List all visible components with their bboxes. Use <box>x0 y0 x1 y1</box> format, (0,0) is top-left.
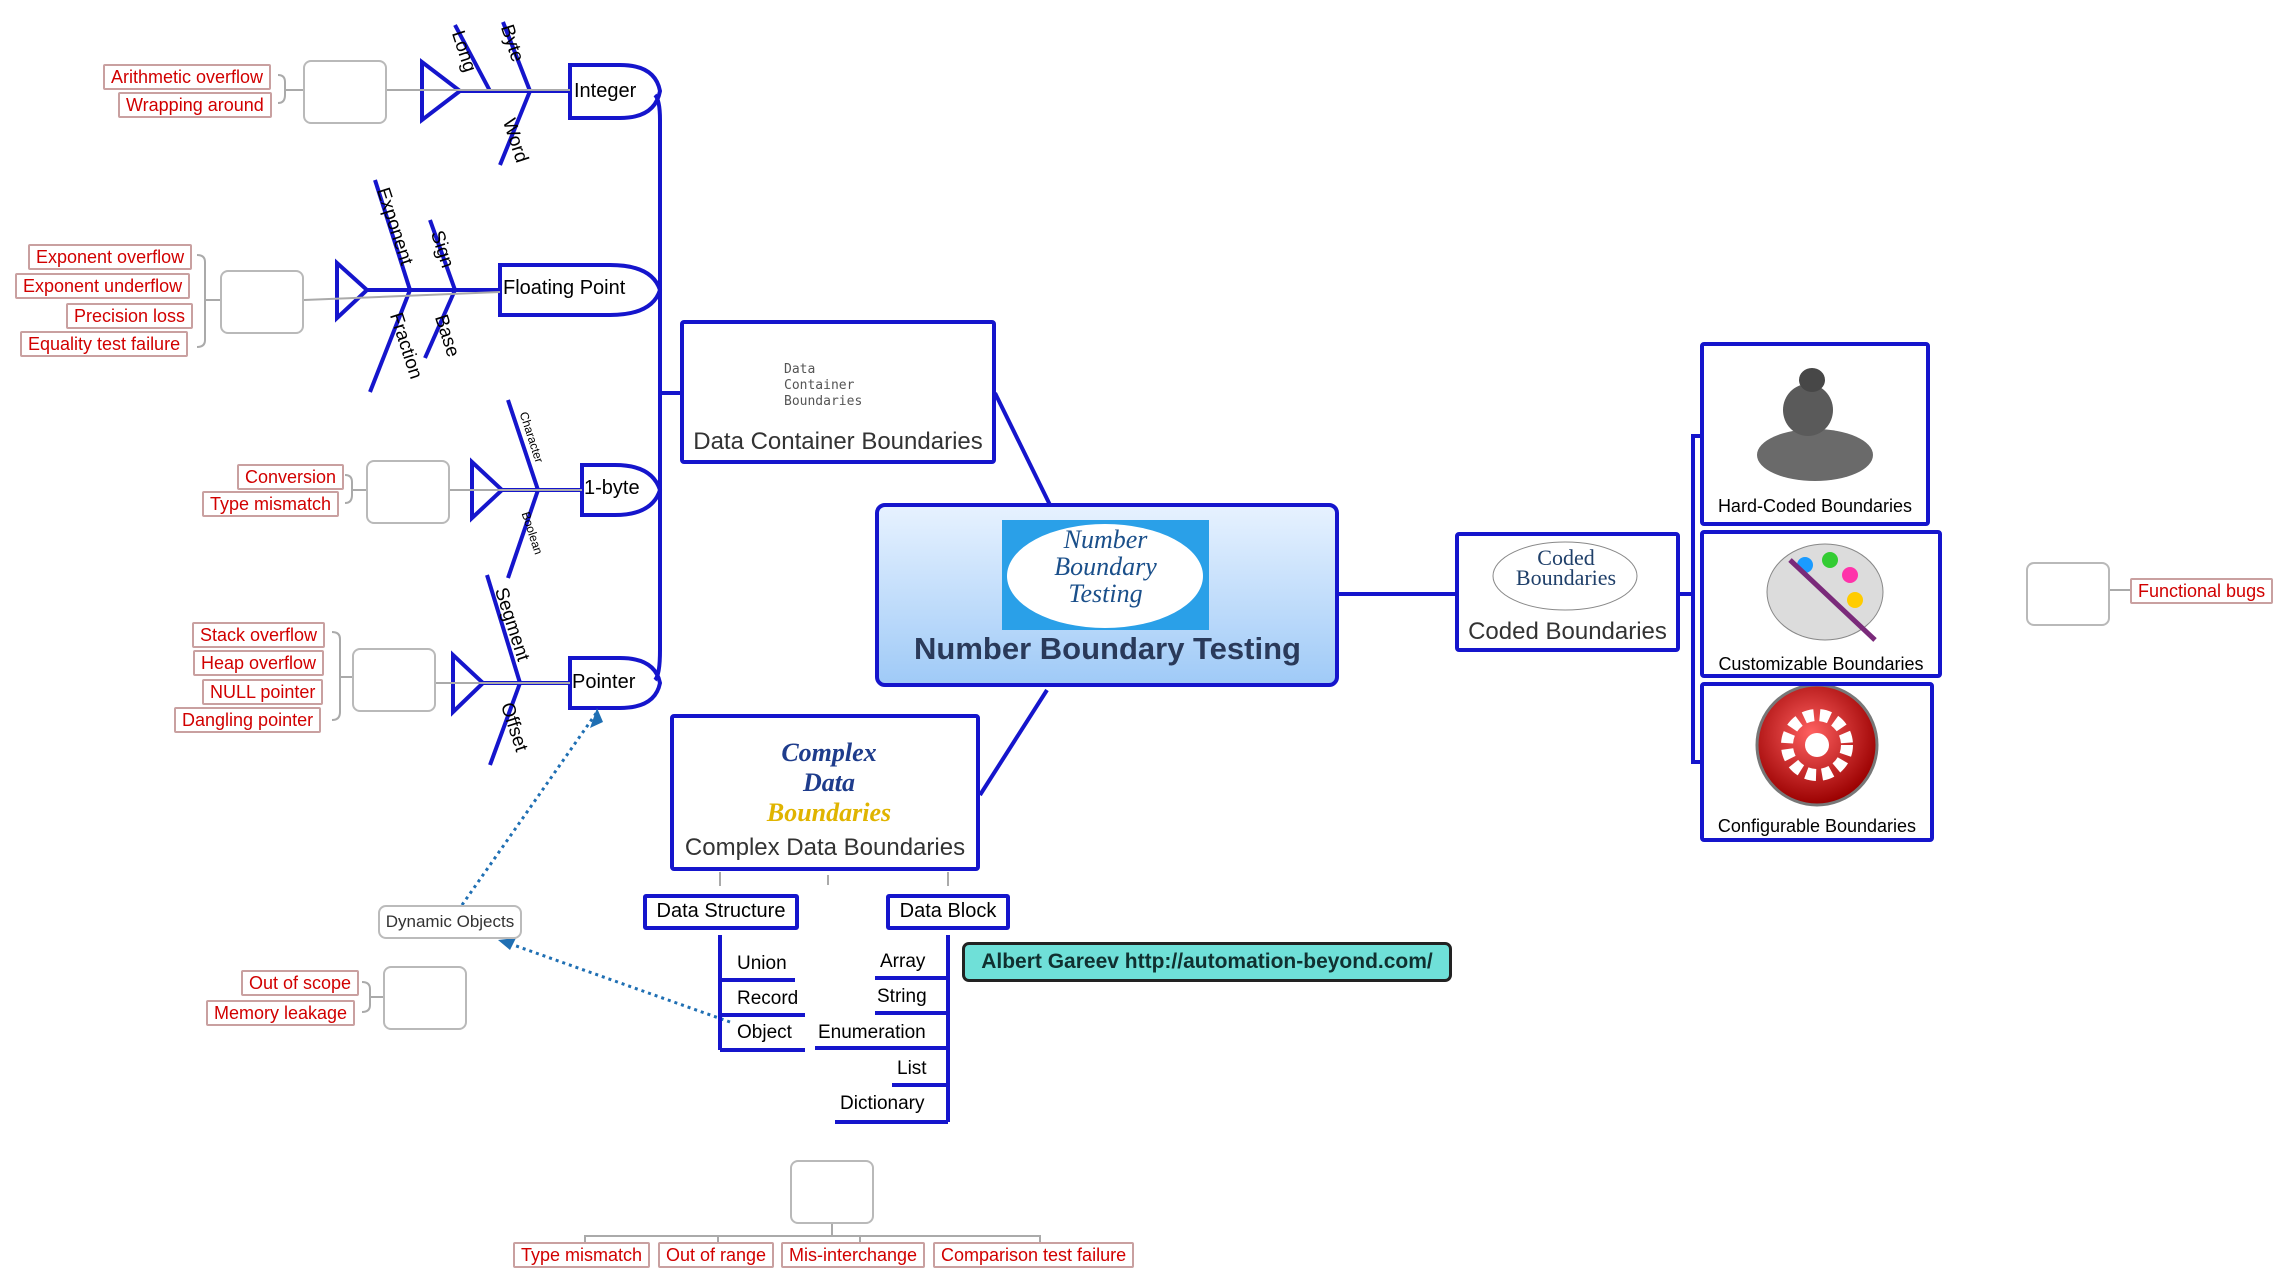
data-structure-item[interactable]: Record <box>737 988 799 1009</box>
cube-text-line: Data <box>784 362 816 377</box>
dynamic-objects-node[interactable]: Dynamic Objects <box>378 905 522 939</box>
arrow-head <box>590 708 603 728</box>
complex-logo-line: Boundaries <box>766 798 892 827</box>
bug-label[interactable]: Arithmetic overflow <box>103 64 272 90</box>
bug-label[interactable]: NULL pointer <box>202 679 324 705</box>
central-logo-ellipse <box>1007 524 1203 628</box>
coded-node[interactable]: Coded Boundaries Coded Boundaries <box>1455 532 1680 652</box>
bug-label[interactable]: Type mismatch <box>202 491 340 517</box>
bug-label[interactable]: Precision loss <box>66 303 194 329</box>
data-container-label: Data Container Boundaries <box>693 428 983 455</box>
customizable-node[interactable]: Customizable Boundaries <box>1700 530 1942 678</box>
bug-box-integer <box>303 60 387 124</box>
configurable-label: Configurable Boundaries <box>1717 816 1917 836</box>
complex-data-node[interactable]: Complex Data Boundaries Complex Data Bou… <box>670 714 980 871</box>
hard-coded-node[interactable]: Hard-Coded Boundaries <box>1700 342 1930 526</box>
central-title: Number Boundary Testing <box>914 631 1301 666</box>
bug-box-complex <box>790 1160 874 1224</box>
dynamic-object-arrows <box>460 711 731 1024</box>
bug-box-one-byte <box>366 460 450 524</box>
bug-label[interactable]: Dangling pointer <box>174 707 322 733</box>
coded-icon-ellipse <box>1492 541 1638 611</box>
bug-label[interactable]: Equality test failure <box>20 331 189 357</box>
cube-icon-text: Data Container Boundaries <box>784 362 862 410</box>
bug-label[interactable]: Stack overflow <box>192 622 326 648</box>
bug-label[interactable]: Exponent underflow <box>15 273 191 299</box>
bug-label[interactable]: Heap overflow <box>193 650 325 676</box>
customizable-label: Customizable Boundaries <box>1718 654 1924 674</box>
stone-stack-icon <box>1757 368 1873 481</box>
type-pointer-label[interactable]: Pointer <box>572 671 636 693</box>
logo-line: Boundary <box>1054 552 1157 581</box>
type-floating-point-label[interactable]: Floating Point <box>503 277 626 299</box>
central-logo-text: Number Boundary Testing <box>1002 526 1209 607</box>
gear-button-icon <box>1755 683 1879 807</box>
data-block-item[interactable]: List <box>897 1058 927 1079</box>
data-structure-item[interactable]: Union <box>737 953 787 974</box>
complex-tree-lines <box>718 935 950 1124</box>
type-one-byte-label[interactable]: 1-byte <box>584 477 640 499</box>
logo-line: Number <box>1063 525 1148 554</box>
data-block-item[interactable]: String <box>877 986 927 1007</box>
data-block-item[interactable]: Array <box>880 951 926 972</box>
arrow-head <box>498 938 516 950</box>
logo-line: Testing <box>1068 579 1143 608</box>
cube-text-line: Boundaries <box>784 394 863 409</box>
bug-label[interactable]: Comparison test failure <box>933 1242 1135 1268</box>
bug-box-floating-point <box>220 270 304 334</box>
complex-data-label: Complex Data Boundaries <box>684 834 966 861</box>
hard-coded-label: Hard-Coded Boundaries <box>1717 496 1913 516</box>
bug-label[interactable]: Type mismatch <box>513 1242 651 1268</box>
bug-label[interactable]: Out of scope <box>241 970 360 996</box>
data-structure-item[interactable]: Object <box>737 1022 792 1043</box>
pointer-fishbone <box>451 574 663 766</box>
author-note[interactable]: Albert Gareev http://automation-beyond.c… <box>962 942 1452 982</box>
configurable-node[interactable]: Configurable Boundaries <box>1700 682 1934 842</box>
data-block-item[interactable]: Dictionary <box>840 1093 925 1114</box>
bug-label[interactable]: Functional bugs <box>2130 578 2274 604</box>
bug-box-dynamic <box>383 966 467 1030</box>
palette-icon <box>1766 543 1884 642</box>
bug-label[interactable]: Exponent overflow <box>28 244 193 270</box>
bug-label[interactable]: Wrapping around <box>118 92 272 118</box>
coded-label: Coded Boundaries <box>1468 618 1667 645</box>
floating-point-fishbone <box>335 179 663 393</box>
data-container-node[interactable]: Data Container Boundaries Data Container… <box>680 320 996 464</box>
type-integer-label[interactable]: Integer <box>574 80 637 102</box>
data-block-node[interactable]: Data Block <box>886 894 1010 930</box>
data-structure-node[interactable]: Data Structure <box>643 894 799 930</box>
bug-label[interactable]: Out of range <box>658 1242 775 1268</box>
bug-label[interactable]: Mis-interchange <box>781 1242 926 1268</box>
bug-label[interactable]: Memory leakage <box>206 1000 356 1026</box>
data-block-item[interactable]: Enumeration <box>818 1022 926 1043</box>
complex-logo-line: Complex Data <box>781 738 877 797</box>
coded-icon-line: Coded <box>1537 545 1595 570</box>
coded-icon-line: Boundaries <box>1515 565 1617 590</box>
bug-label[interactable]: Conversion <box>237 464 345 490</box>
bug-box-coded <box>2026 562 2110 626</box>
coded-icon-text: Coded Boundaries <box>1511 545 1621 590</box>
complex-logo: Complex Data Boundaries <box>754 738 904 828</box>
bug-box-pointer <box>352 648 436 712</box>
cube-text-line: Container <box>784 378 855 393</box>
